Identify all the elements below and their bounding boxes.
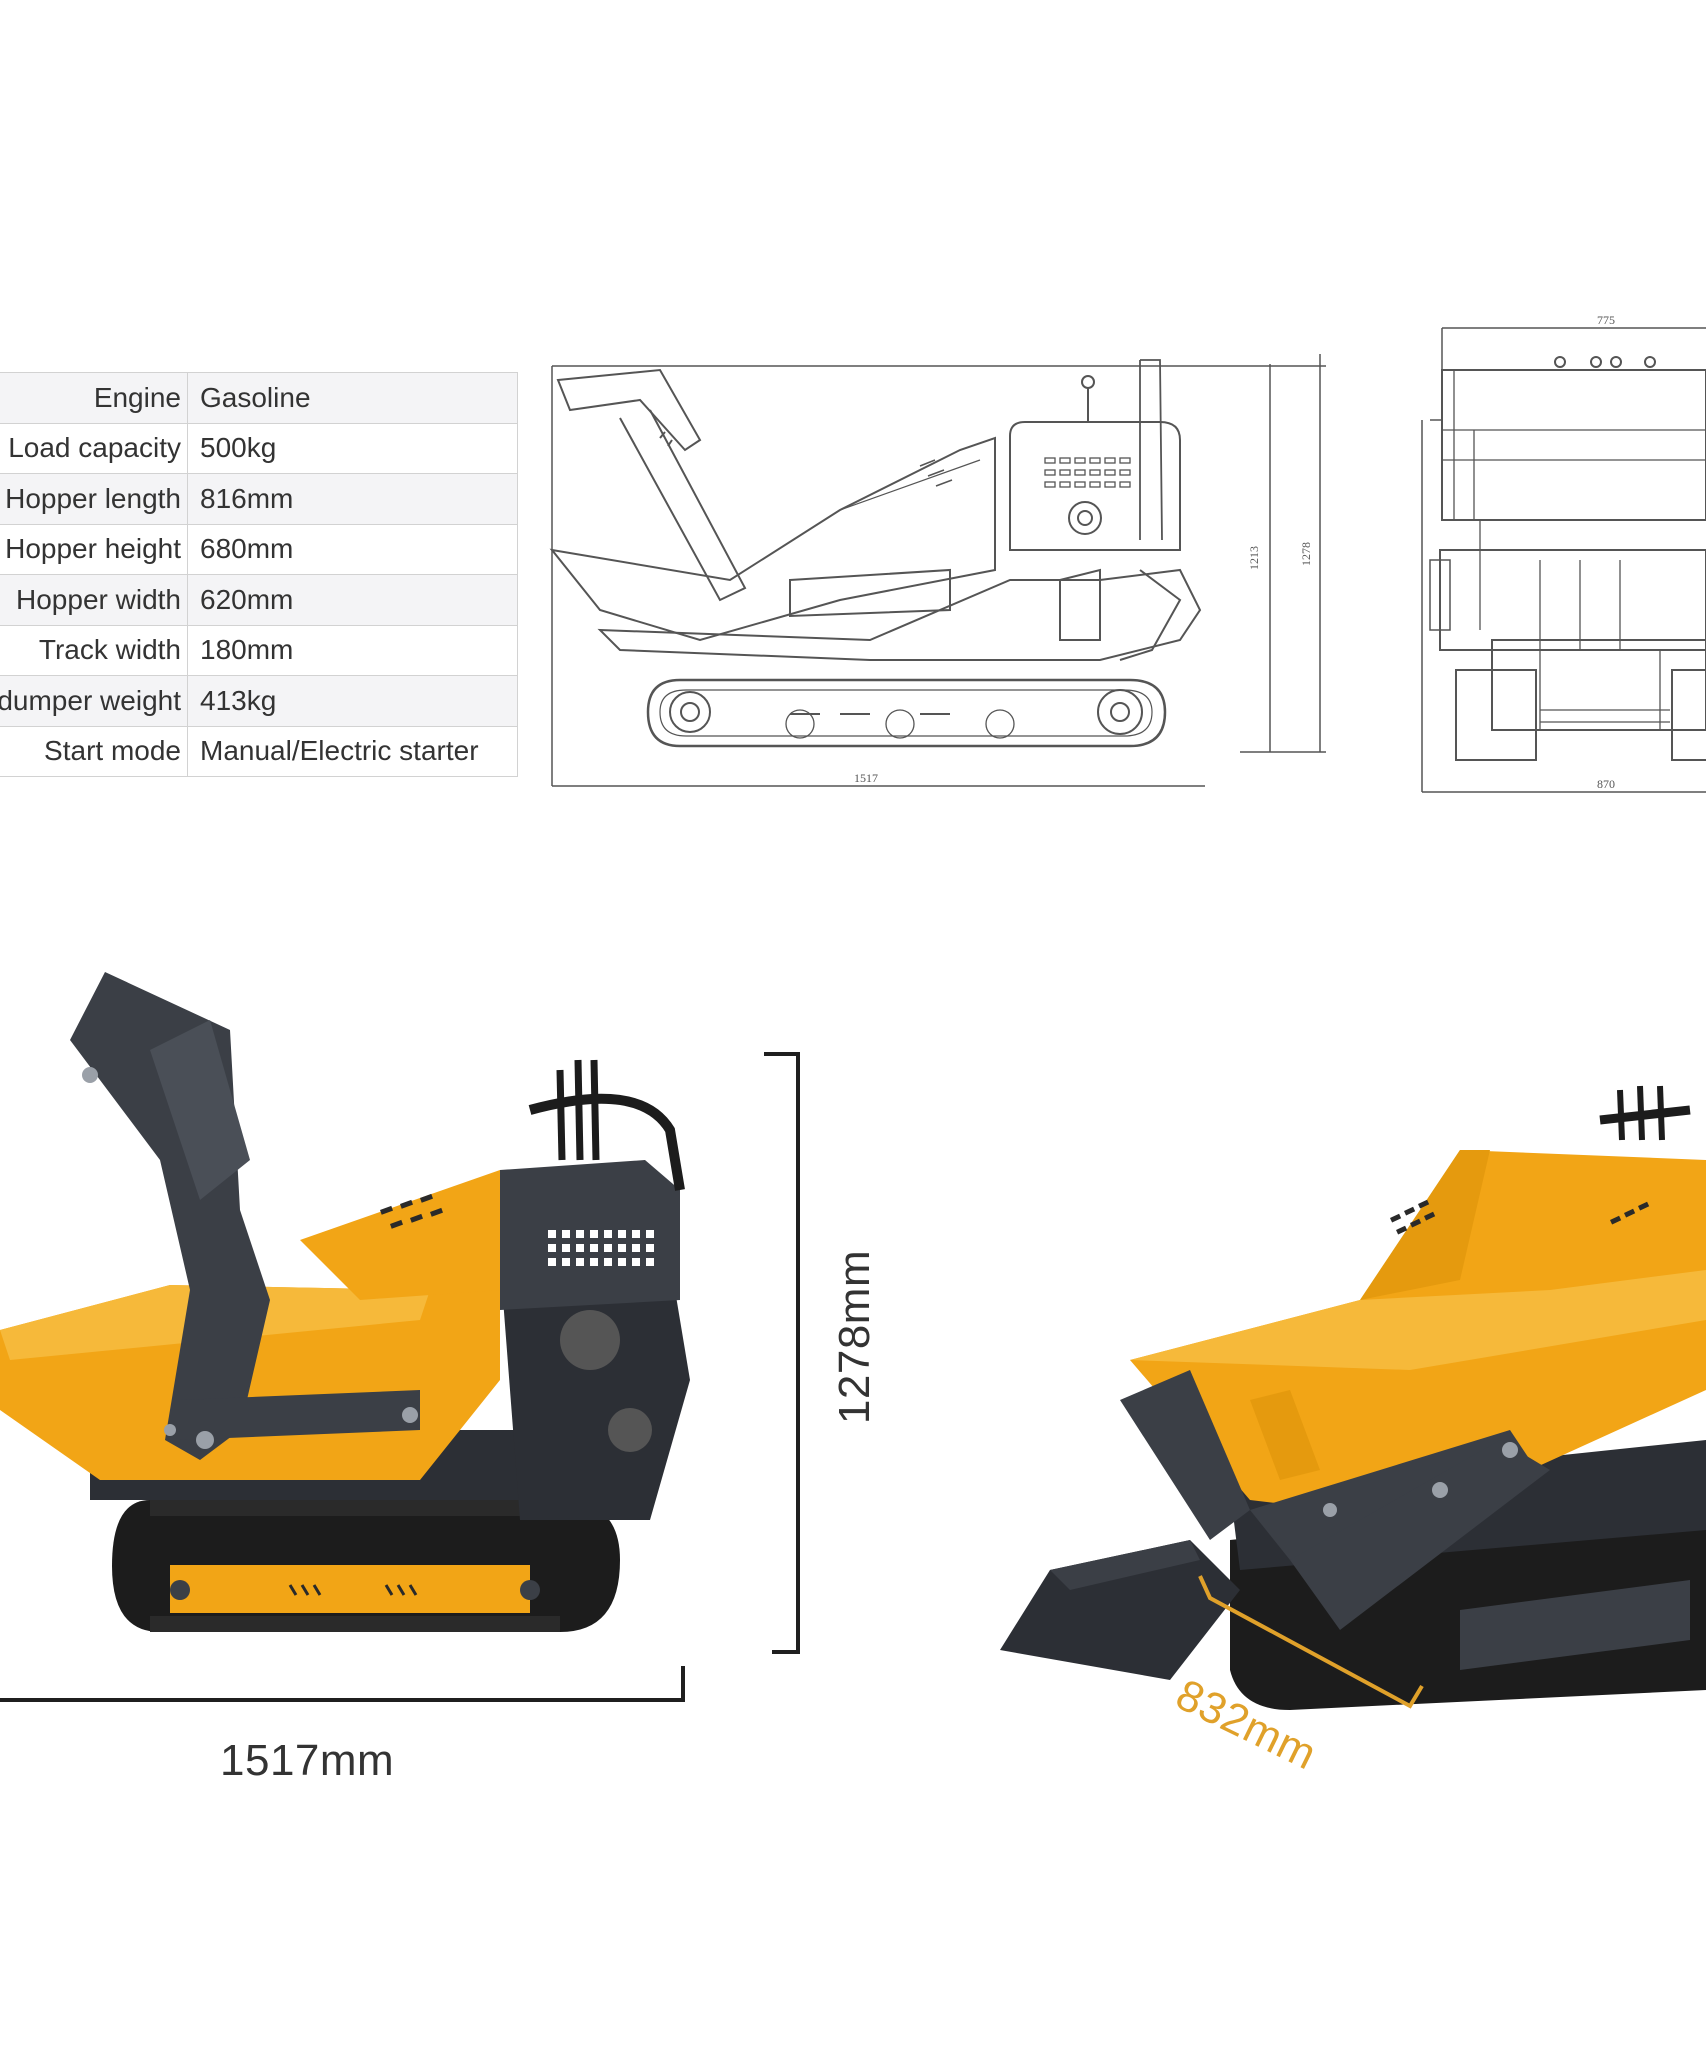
front-photo-dumper <box>1000 1085 1706 1710</box>
spec-value: 500kg <box>187 422 518 474</box>
spec-label-text: Hopper length <box>5 482 181 514</box>
spec-label-text: Mini dumper weight <box>0 684 181 716</box>
engine-block <box>500 1260 690 1520</box>
track-side-plate <box>170 1565 530 1613</box>
front-top-width-dim: 775 <box>1597 313 1615 327</box>
spec-label: Hopper height <box>0 523 188 575</box>
spec-label: Start mode <box>0 725 188 777</box>
spec-label-text: Track width <box>38 634 181 666</box>
bucket-dimension-line <box>1198 1575 1424 1709</box>
spec-value: Manual/Electric starter <box>187 725 518 777</box>
spec-label: Load capacity <box>0 422 188 474</box>
drawing-height-inner-dim: 1213 <box>1247 546 1261 570</box>
spec-label: Engine <box>0 372 188 424</box>
spec-label-text: Start mode <box>44 735 181 767</box>
spec-label-text: Load capacity <box>8 432 181 464</box>
spec-label: Hopper width <box>0 574 188 626</box>
spec-value: Gasoline <box>187 372 518 424</box>
spec-label: Hopper length <box>0 473 188 525</box>
spec-label-text: Hopper height <box>5 533 181 565</box>
side-photo-dumper <box>0 972 690 1632</box>
handlebar <box>528 1093 685 1191</box>
side-technical-drawing: 1517 1213 1278 <box>549 354 1326 787</box>
spec-value: 180mm <box>187 624 518 676</box>
spec-value: 620mm <box>187 574 518 626</box>
drawing-length-dim: 1517 <box>854 771 878 785</box>
front-loader-arm <box>1290 1440 1550 1630</box>
spec-label-text: Engine <box>93 381 181 413</box>
front-technical-drawing: 775 870 <box>1421 313 1706 793</box>
front-bottom-width-dim: 870 <box>1597 777 1615 791</box>
side-photo-dimension-lines <box>0 1052 800 1702</box>
spec-label-text: Hopper width <box>16 583 181 615</box>
spec-value: 816mm <box>187 473 518 525</box>
spec-label: Mini dumper weight <box>0 675 188 727</box>
spec-value: 413kg <box>187 675 518 727</box>
spec-value: 680mm <box>187 523 518 575</box>
side-height-label: 1278mm <box>830 1249 879 1425</box>
spec-label: Track width <box>0 624 188 676</box>
drawing-height-outer-dim: 1278 <box>1299 542 1313 566</box>
side-length-label: 1517mm <box>220 1736 395 1785</box>
